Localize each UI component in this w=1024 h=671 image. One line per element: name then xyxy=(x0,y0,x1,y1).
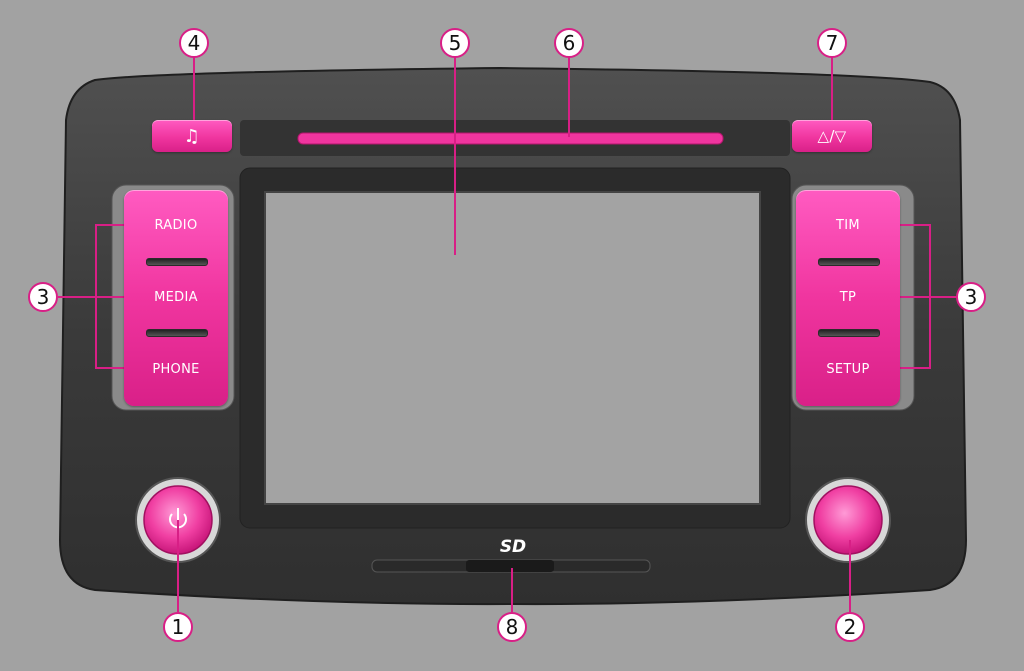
setup-button[interactable]: SETUP xyxy=(796,334,900,404)
radio-button-label: RADIO xyxy=(154,217,198,233)
eject-button[interactable]: △/▽ xyxy=(792,120,872,152)
divider xyxy=(146,329,208,337)
sd-slot-insert xyxy=(466,560,554,572)
radio-button[interactable]: RADIO xyxy=(124,190,228,260)
music-note-icon: ♫ xyxy=(183,125,201,147)
callout-leaders xyxy=(58,55,958,612)
callout-2: 2 xyxy=(835,612,865,642)
display-screen xyxy=(264,191,761,505)
callout-5: 5 xyxy=(440,28,470,58)
right-button-group: TIM TP SETUP xyxy=(796,190,900,406)
cd-slot xyxy=(297,132,724,145)
left-button-group: RADIO MEDIA PHONE xyxy=(124,190,228,406)
tuning-knob xyxy=(813,485,883,555)
music-button[interactable]: ♫ xyxy=(152,120,232,152)
callout-8: 8 xyxy=(497,612,527,642)
tp-button-label: TP xyxy=(839,289,857,305)
callout-7: 7 xyxy=(817,28,847,58)
media-button-label: MEDIA xyxy=(154,289,198,305)
media-button[interactable]: MEDIA xyxy=(124,262,228,332)
phone-button-label: PHONE xyxy=(152,361,200,377)
callout-1: 1 xyxy=(163,612,193,642)
phone-button[interactable]: PHONE xyxy=(124,334,228,404)
tp-button[interactable]: TP xyxy=(796,262,900,332)
eject-icon: △/▽ xyxy=(817,127,847,145)
divider xyxy=(818,329,880,337)
divider xyxy=(818,258,880,266)
setup-button-label: SETUP xyxy=(826,361,870,377)
callout-3-right: 3 xyxy=(956,282,986,312)
callout-3-left: 3 xyxy=(28,282,58,312)
callout-6: 6 xyxy=(554,28,584,58)
sd-logo: SD xyxy=(499,537,527,557)
tim-button[interactable]: TIM xyxy=(796,190,900,260)
callout-4: 4 xyxy=(179,28,209,58)
divider xyxy=(146,258,208,266)
tim-button-label: TIM xyxy=(836,217,860,233)
